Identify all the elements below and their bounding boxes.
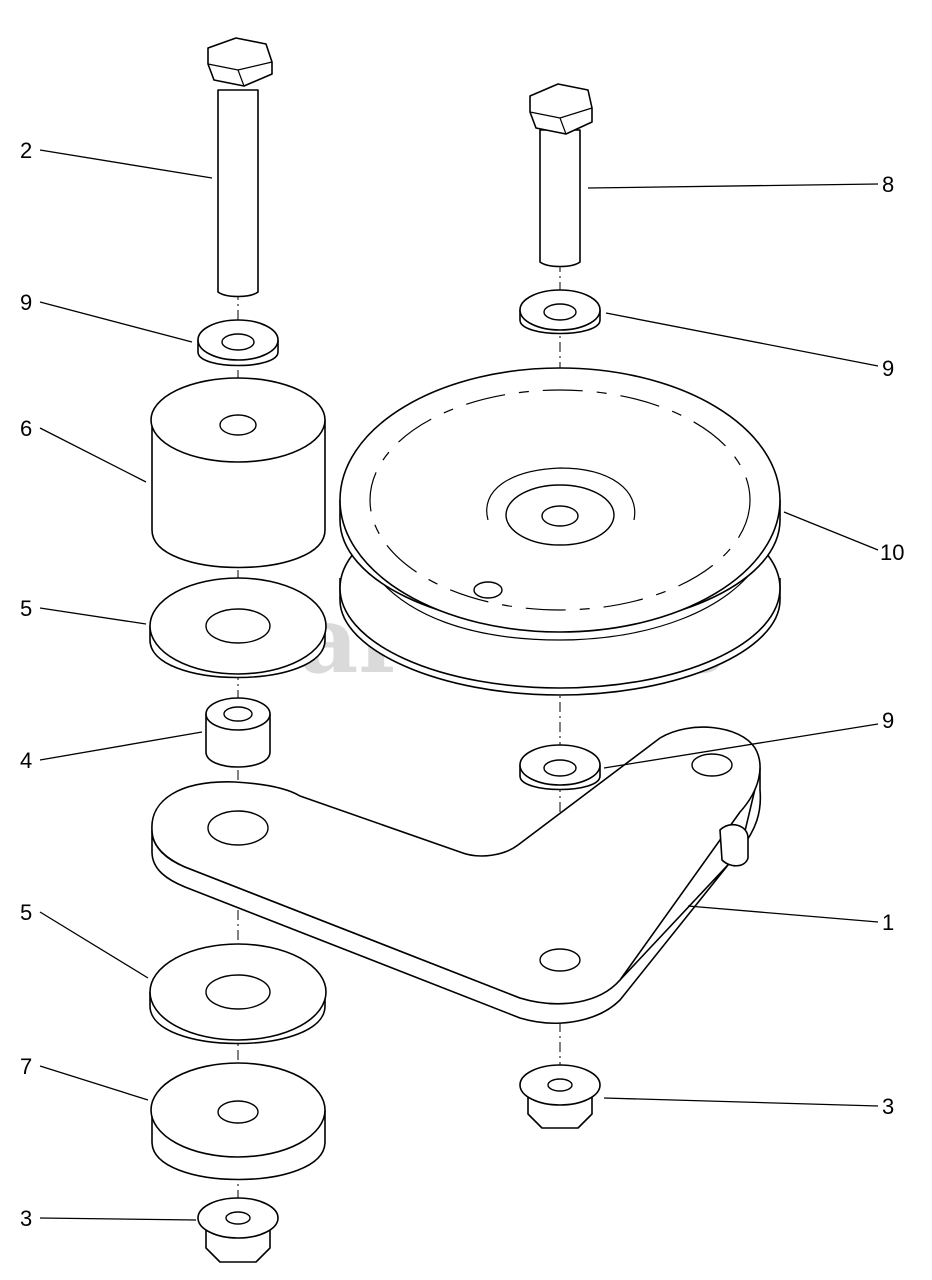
callout-2: 2: [20, 138, 32, 163]
part-9-washer-right-bottom: [519, 744, 601, 791]
part-10-idler-pulley: [339, 367, 781, 696]
callout-9-left: 9: [20, 290, 32, 315]
part-8-bolt-right: [529, 83, 593, 268]
callout-6: 6: [20, 416, 32, 441]
arm-hole-pivot: [691, 753, 733, 777]
part-4-bushing: [205, 697, 271, 768]
part-3-nut-left: [197, 1197, 279, 1263]
part-5-washer-lower: [149, 943, 327, 1045]
callout-7: 7: [20, 1054, 32, 1079]
callout-5-lower: 5: [20, 900, 32, 925]
pulley-grease-port: [473, 581, 503, 599]
part-3-nut-right: [519, 1064, 601, 1129]
callout-3-left: 3: [20, 1206, 32, 1231]
part-6-spacer: [150, 377, 326, 569]
callout-10: 10: [880, 540, 904, 565]
callout-4: 4: [20, 748, 32, 773]
callout-5-upper: 5: [20, 596, 32, 621]
arm-hole-left: [207, 810, 269, 846]
part-5-washer-upper: [149, 577, 327, 679]
part-2-bolt-left: [207, 37, 273, 298]
callout-1: 1: [882, 910, 894, 935]
part-9-washer-left: [197, 319, 279, 367]
callout-3-right: 3: [882, 1094, 894, 1119]
part-1-idler-arm: [151, 726, 762, 1024]
part-9-washer-right-top: [519, 289, 601, 335]
part-7-spacer-disc: [150, 1062, 326, 1181]
arm-hole-right: [539, 948, 581, 972]
callout-9-right-bottom: 9: [882, 708, 894, 733]
callout-9-right-top: 9: [882, 356, 894, 381]
callout-8: 8: [882, 172, 894, 197]
